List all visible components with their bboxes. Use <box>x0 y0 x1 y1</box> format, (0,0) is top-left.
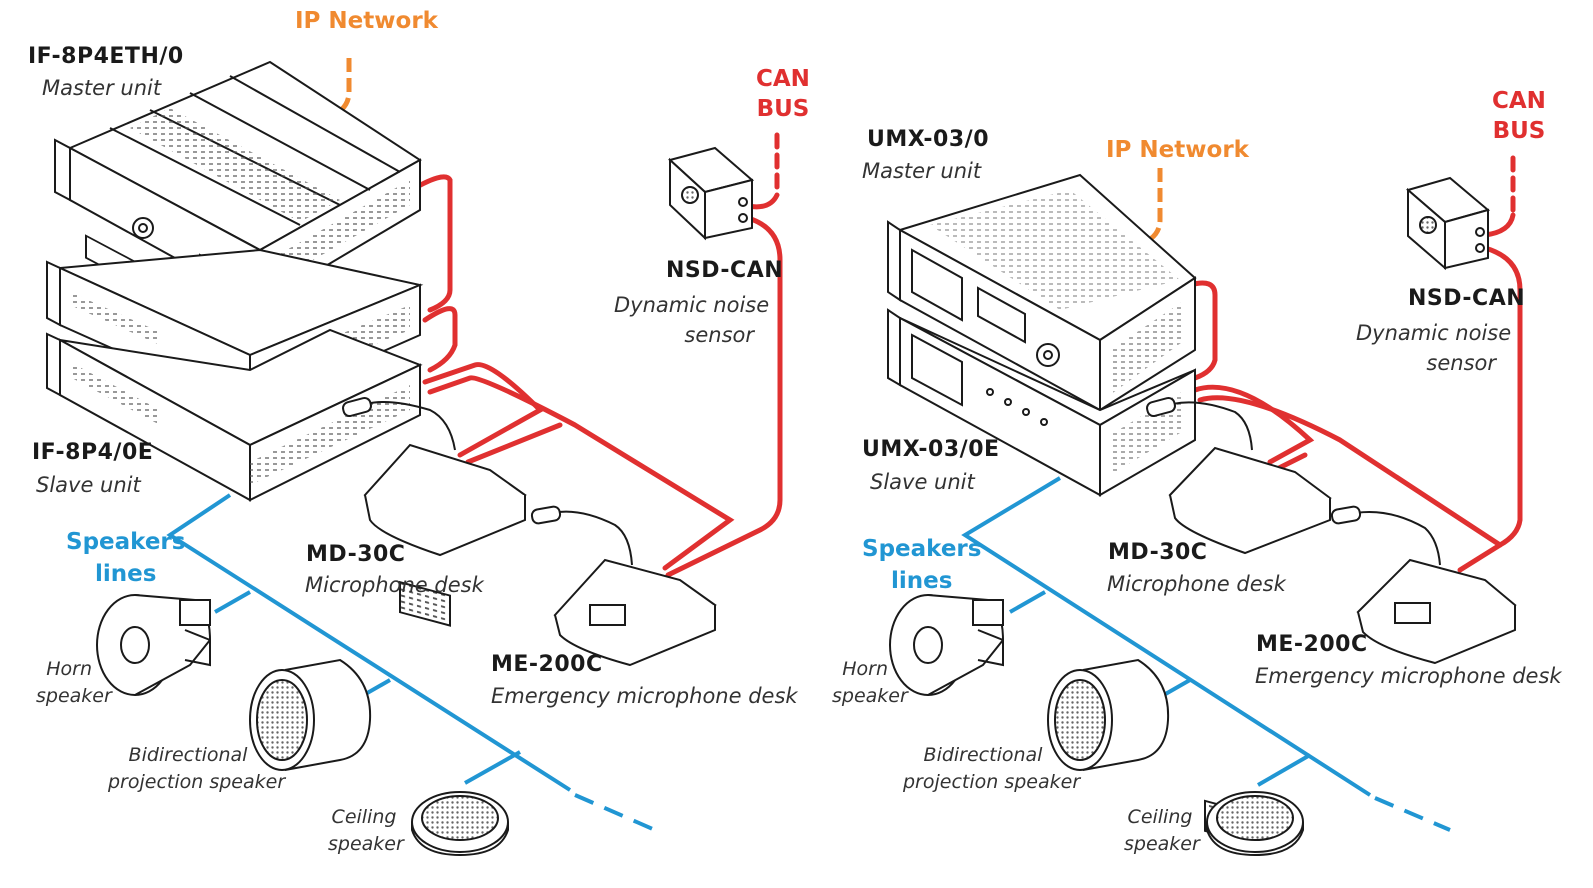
left-horn-line-2: speaker <box>36 685 112 707</box>
right-md30c-model: MD-30C <box>1108 540 1208 565</box>
right-sensor-model: NSD-CAN <box>1408 286 1526 311</box>
left-speakers-lines-line-2: lines <box>95 561 157 587</box>
left-horn-label: Horn speaker <box>36 656 112 710</box>
right-me200c-desk <box>1330 505 1517 665</box>
right-horn-line-1: Horn <box>842 658 888 680</box>
left-ip-network-label: IP Network <box>295 8 438 34</box>
right-nsd-can-sensor <box>1405 176 1491 271</box>
right-ceiling-speaker <box>1206 791 1304 857</box>
left-projection-speaker <box>249 658 372 771</box>
right-horn-label: Horn speaker <box>832 656 908 710</box>
left-system <box>46 58 783 857</box>
right-slave-desc: Slave unit <box>870 470 975 494</box>
left-nsd-can-sensor <box>667 146 755 241</box>
right-can-bus-line-1: CAN <box>1492 88 1546 114</box>
right-horn-speaker <box>889 594 1005 696</box>
right-projection-speaker <box>1047 658 1170 771</box>
left-sensor-desc: Dynamic noise sensor <box>614 290 770 350</box>
right-sensor-desc-line-2: sensor <box>1426 351 1496 375</box>
right-md30c-desk <box>1146 396 1332 846</box>
right-master-rack <box>887 173 1197 412</box>
right-can-bus <box>1187 155 1523 573</box>
left-speakers-lines-label: Speakers lines <box>66 526 185 590</box>
left-can-bus-label: CAN BUS <box>756 64 810 124</box>
right-system <box>887 155 1523 857</box>
right-me200c-desc: Emergency microphone desk <box>1255 664 1562 688</box>
left-projection-line-1: Bidirectional <box>128 744 248 766</box>
right-ceiling-line-2: speaker <box>1124 833 1200 855</box>
left-slave-desc: Slave unit <box>36 473 141 497</box>
right-ceiling-line-1: Ceiling <box>1127 806 1193 828</box>
right-projection-line-1: Bidirectional <box>923 744 1043 766</box>
left-ceiling-label: Ceiling speaker <box>328 804 404 858</box>
left-sensor-desc-line-2: sensor <box>684 323 754 347</box>
right-can-bus-line-2: BUS <box>1492 118 1546 144</box>
left-master-desc: Master unit <box>42 76 162 100</box>
right-speakers-lines-line-1: Speakers <box>862 536 982 562</box>
right-master-model: UMX-03/0 <box>867 127 990 152</box>
right-sensor-desc: Dynamic noise sensor <box>1356 318 1512 378</box>
right-ip-network-label: IP Network <box>1106 137 1249 163</box>
right-horn-line-2: speaker <box>832 685 908 707</box>
left-sensor-model: NSD-CAN <box>666 258 784 283</box>
left-projection-line-2: projection speaker <box>108 771 286 793</box>
left-me200c-model: ME-200C <box>491 652 603 677</box>
left-master-model: IF-8P4ETH/0 <box>28 44 184 69</box>
left-can-bus-line-2: BUS <box>756 96 810 122</box>
left-projection-label: Bidirectional projection speaker <box>108 742 286 796</box>
right-ceiling-label: Ceiling speaker <box>1124 804 1200 858</box>
right-master-desc: Master unit <box>862 159 982 183</box>
right-projection-line-2: projection speaker <box>903 771 1081 793</box>
left-slave-rack-2 <box>46 328 423 502</box>
left-me200c-desk <box>530 505 717 667</box>
right-slave-model: UMX-03/0E <box>862 437 1000 462</box>
right-sensor-desc-line-1: Dynamic noise <box>1356 321 1512 345</box>
left-md30c-model: MD-30C <box>306 542 406 567</box>
left-horn-speaker <box>96 594 212 696</box>
left-can-bus-line-1: CAN <box>756 66 810 92</box>
left-slave-model: IF-8P4/0E <box>32 440 154 465</box>
left-md30c-desk <box>342 396 527 627</box>
left-md30c-desc: Microphone desk <box>305 573 484 597</box>
left-me200c-desc: Emergency microphone desk <box>491 684 798 708</box>
right-md30c-desc: Microphone desk <box>1107 572 1286 596</box>
left-ceiling-speaker <box>411 791 509 857</box>
left-sensor-desc-line-1: Dynamic noise <box>614 293 770 317</box>
left-speakers-lines-line-1: Speakers <box>66 529 186 555</box>
right-speakers-lines-label: Speakers lines <box>862 533 981 597</box>
left-can-bus <box>405 132 783 578</box>
left-horn-line-1: Horn <box>46 658 92 680</box>
right-projection-label: Bidirectional projection speaker <box>903 742 1081 796</box>
left-ceiling-line-2: speaker <box>328 833 404 855</box>
right-me200c-model: ME-200C <box>1256 632 1368 657</box>
right-speakers-lines-line-2: lines <box>891 568 953 594</box>
left-ceiling-line-1: Ceiling <box>331 806 397 828</box>
right-can-bus-label: CAN BUS <box>1492 86 1546 146</box>
